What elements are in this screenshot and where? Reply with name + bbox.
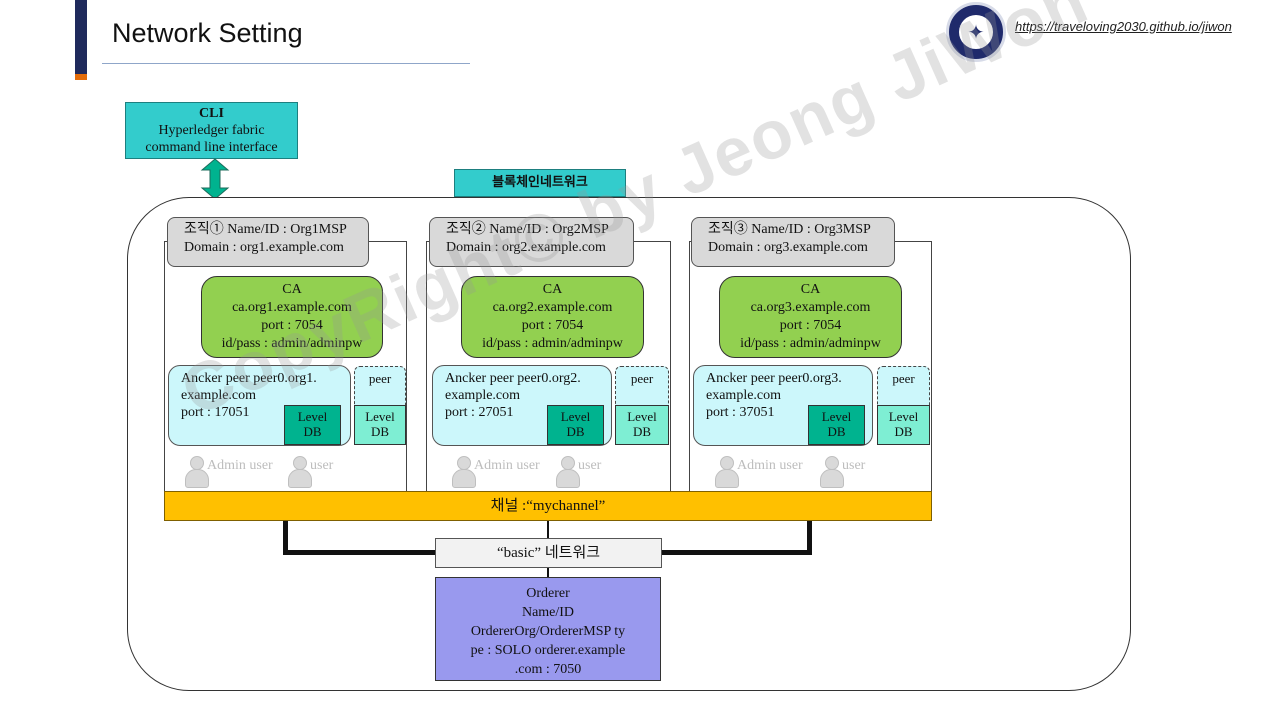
network-label: 블록체인네트워크 bbox=[454, 169, 626, 197]
org3-ca-title: CA bbox=[800, 282, 821, 297]
university-seal-icon: ✦ bbox=[946, 2, 1006, 62]
connector-right-horizontal bbox=[661, 550, 812, 555]
double-arrow-icon bbox=[200, 158, 230, 200]
leveldb-label: DB bbox=[827, 424, 846, 439]
org1-ca-port: port : 7054 bbox=[261, 318, 323, 333]
orderer-line: pe : SOLO orderer.example bbox=[470, 643, 626, 658]
leveldb-label: Level bbox=[297, 409, 328, 424]
orderer-box: Orderer Name/ID OrdererOrg/OrdererMSP ty… bbox=[435, 577, 661, 681]
org2-name: 조직② Name/ID : Org2MSP bbox=[446, 222, 609, 237]
org2-domain: Domain : org2.example.com bbox=[446, 240, 606, 255]
org3-ca-host: ca.org3.example.com bbox=[750, 300, 871, 315]
connector-right-vertical bbox=[807, 521, 812, 554]
org2-anchor-leveldb: Level DB bbox=[547, 405, 604, 445]
org2-header: 조직② Name/ID : Org2MSP Domain : org2.exam… bbox=[429, 217, 634, 267]
org1-ca: CA ca.org1.example.com port : 7054 id/pa… bbox=[201, 276, 383, 358]
org3-anchor-domain: example.com bbox=[706, 388, 782, 403]
title-underline bbox=[102, 63, 470, 64]
orderer-line: Name/ID bbox=[521, 605, 575, 620]
website-link[interactable]: https://traveloving2030.github.io/jiwon bbox=[1015, 19, 1232, 34]
user-icon bbox=[288, 456, 312, 488]
connector-left-horizontal bbox=[283, 550, 436, 555]
admin-user-icon bbox=[715, 456, 739, 488]
leveldb-label: DB bbox=[303, 424, 322, 439]
basic-network-box: “basic” 네트워크 bbox=[435, 538, 662, 568]
org3-user-label: user bbox=[842, 458, 866, 473]
org2-ca-host: ca.org2.example.com bbox=[492, 300, 613, 315]
org2-user-label: user bbox=[578, 458, 602, 473]
orderer-line: .com : 7050 bbox=[514, 662, 582, 677]
cli-line2: command line interface bbox=[145, 140, 278, 155]
org3-ca-credentials: id/pass : admin/adminpw bbox=[740, 336, 881, 351]
title-accent-bar bbox=[75, 0, 87, 80]
leveldb-label: DB bbox=[370, 424, 390, 439]
org3-anchor-name: Ancker peer peer0.org3. bbox=[706, 371, 842, 386]
org1-domain: Domain : org1.example.com bbox=[184, 240, 344, 255]
org1-admin-user-label: Admin user bbox=[207, 458, 273, 473]
org1-anchor-leveldb: Level DB bbox=[284, 405, 341, 445]
org3-anchor-port: port : 37051 bbox=[706, 405, 775, 420]
orderer-line: OrdererOrg/OrdererMSP ty bbox=[470, 624, 626, 639]
admin-user-icon bbox=[452, 456, 476, 488]
org1-user-label: user bbox=[310, 458, 334, 473]
org2-peer-label: peer bbox=[630, 371, 654, 386]
org1-header: 조직① Name/ID : Org1MSP Domain : org1.exam… bbox=[167, 217, 369, 267]
org3-peer-leveldb: Level DB bbox=[877, 405, 930, 445]
org1-ca-host: ca.org1.example.com bbox=[232, 300, 352, 315]
org2-ca-title: CA bbox=[542, 282, 563, 297]
org1-anchor-domain: example.com bbox=[181, 388, 257, 403]
leveldb-label: Level bbox=[627, 409, 657, 424]
leveldb-label: Level bbox=[821, 409, 852, 424]
admin-user-icon bbox=[185, 456, 209, 488]
org2-admin-user-label: Admin user bbox=[474, 458, 540, 473]
leveldb-label: Level bbox=[888, 409, 919, 424]
org3-ca-port: port : 7054 bbox=[779, 318, 842, 333]
org1-ca-credentials: id/pass : admin/adminpw bbox=[221, 336, 363, 351]
connector-left-vertical bbox=[283, 521, 288, 554]
org1-anchor-port: port : 17051 bbox=[181, 405, 250, 420]
user-icon bbox=[820, 456, 844, 488]
org3-anchor-leveldb: Level DB bbox=[808, 405, 865, 445]
leveldb-label: DB bbox=[566, 424, 585, 439]
org3-admin-user-label: Admin user bbox=[737, 458, 803, 473]
org3-name: 조직③ Name/ID : Org3MSP bbox=[708, 222, 871, 237]
leveldb-label: DB bbox=[632, 424, 652, 439]
org2-anchor-port: port : 27051 bbox=[445, 405, 514, 420]
user-icon bbox=[556, 456, 580, 488]
leveldb-label: Level bbox=[560, 409, 591, 424]
org3-header: 조직③ Name/ID : Org3MSP Domain : org3.exam… bbox=[691, 217, 895, 267]
org1-peer-leveldb: Level DB bbox=[354, 405, 406, 445]
org2-ca-port: port : 7054 bbox=[521, 318, 584, 333]
cli-title: CLI bbox=[199, 106, 224, 121]
channel-bar: 채널 :“mychannel” bbox=[164, 491, 932, 521]
leveldb-label: DB bbox=[894, 424, 913, 439]
org2-anchor-name: Ancker peer peer0.org2. bbox=[445, 371, 581, 386]
org2-anchor-domain: example.com bbox=[445, 388, 521, 403]
orderer-title: Orderer bbox=[526, 586, 570, 601]
org2-ca: CA ca.org2.example.com port : 7054 id/pa… bbox=[461, 276, 644, 358]
org1-anchor-name: Ancker peer peer0.org1. bbox=[181, 371, 317, 386]
cli-line1: Hyperledger fabric bbox=[158, 123, 265, 138]
org3-domain: Domain : org3.example.com bbox=[708, 240, 868, 255]
org1-name: 조직① Name/ID : Org1MSP bbox=[184, 222, 347, 237]
org2-peer-leveldb: Level DB bbox=[615, 405, 669, 445]
org1-ca-title: CA bbox=[282, 282, 302, 297]
org3-peer-label: peer bbox=[892, 371, 915, 386]
cli-box: CLI Hyperledger fabric command line inte… bbox=[125, 102, 298, 159]
org2-ca-credentials: id/pass : admin/adminpw bbox=[482, 336, 623, 351]
title-accent-tip bbox=[75, 74, 87, 80]
org1-peer-label: peer bbox=[368, 371, 392, 386]
page-title: Network Setting bbox=[112, 18, 303, 48]
leveldb-label: Level bbox=[365, 409, 395, 424]
eagle-icon: ✦ bbox=[959, 15, 993, 49]
org3-ca: CA ca.org3.example.com port : 7054 id/pa… bbox=[719, 276, 902, 358]
